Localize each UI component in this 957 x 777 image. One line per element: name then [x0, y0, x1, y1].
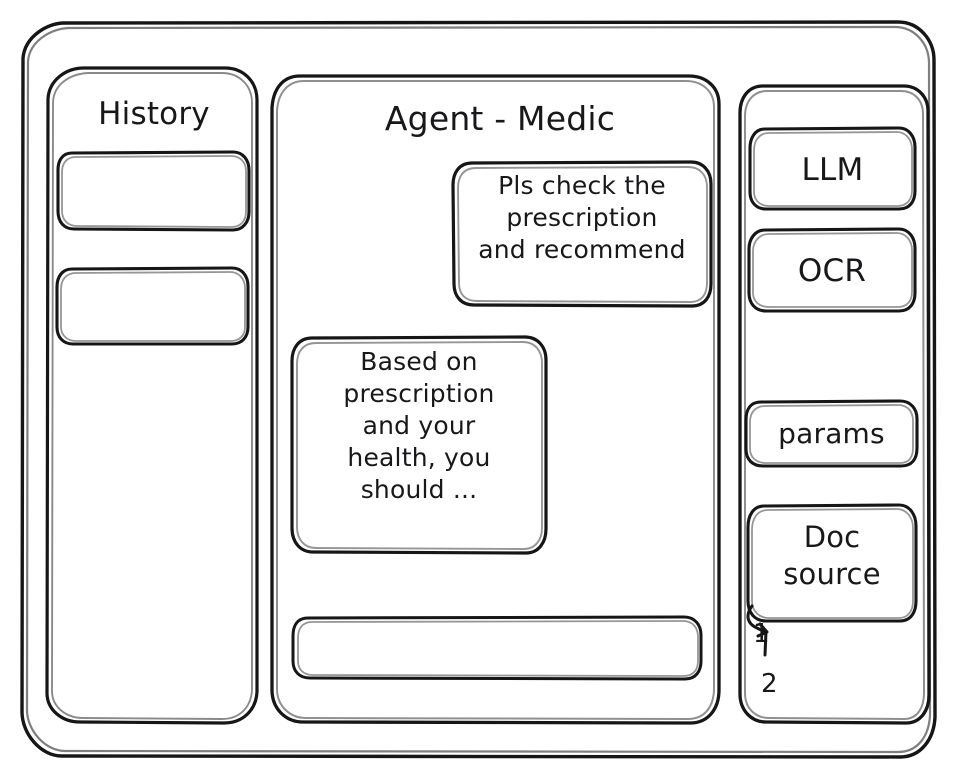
- doc-source-item-2[interactable]: 2: [761, 669, 778, 699]
- page-title: Agent - Medic: [384, 99, 616, 138]
- params-button[interactable]: params: [746, 401, 917, 466]
- doc-source-box[interactable]: Doc source: [748, 505, 916, 621]
- agent-message-text: Based on prescription and your health, y…: [343, 347, 495, 504]
- tool-button-llm[interactable]: LLM: [750, 128, 915, 209]
- params-button-label: params: [778, 417, 885, 450]
- user-message-text: Pls check the prescription and recommend: [478, 171, 686, 264]
- tool-button-ocr-label: OCR: [797, 253, 867, 289]
- tool-button-llm-label: LLM: [801, 152, 864, 188]
- tool-button-ocr[interactable]: OCR: [749, 229, 915, 311]
- history-panel-title: History: [98, 96, 210, 132]
- user-message-bubble: Pls check the prescription and recommend: [453, 162, 711, 306]
- doc-source-item-1[interactable]: 1: [753, 619, 770, 649]
- doc-source-label: Doc source: [783, 520, 881, 592]
- agent-message-bubble: Based on prescription and your health, y…: [292, 337, 546, 553]
- composer-input[interactable]: [293, 617, 701, 679]
- history-item-2[interactable]: [57, 268, 248, 344]
- history-item-1[interactable]: [58, 152, 249, 230]
